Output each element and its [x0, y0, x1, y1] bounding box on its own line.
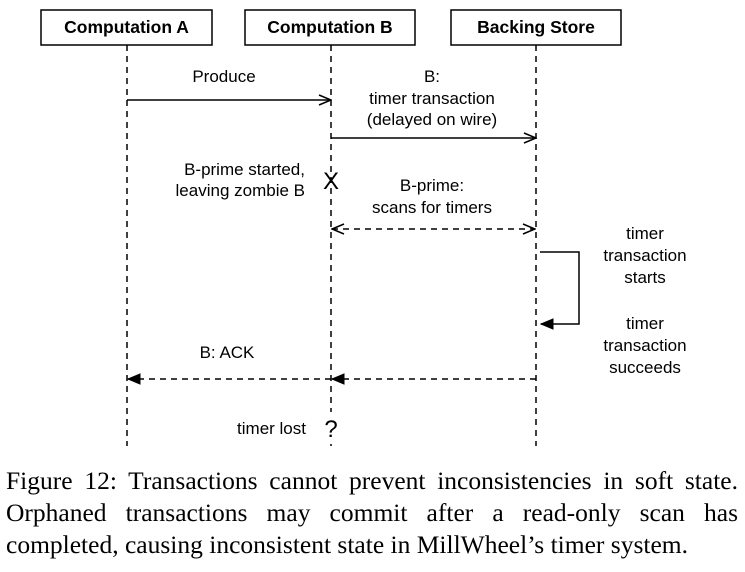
figure-caption: Figure 12: Transactions cannot prevent i…: [6, 466, 738, 559]
question-mark: ?: [324, 416, 337, 443]
timer-lost-label: timer lost: [237, 419, 306, 438]
label-line: timer: [626, 314, 664, 333]
participant-computation-b: Computation B: [244, 9, 416, 46]
self-loop-arrow: [540, 251, 580, 324]
label-line: transaction: [603, 336, 686, 355]
label-line: scans for timers: [372, 198, 492, 217]
label-line: starts: [624, 268, 666, 287]
timer-transaction-label: B: timer transaction (delayed on wire): [367, 67, 497, 129]
timer-transaction-succeeds-label: timer transaction succeeds: [603, 314, 686, 377]
label-line: timer transaction: [369, 89, 495, 108]
bprime-started-label: B-prime started, leaving zombie B: [176, 160, 305, 200]
label-line: B-prime:: [400, 176, 464, 195]
timer-transaction-starts-label: timer transaction starts: [603, 224, 686, 287]
label-line: B:: [424, 67, 440, 86]
participant-label: Backing Store: [477, 17, 595, 37]
label-line: (delayed on wire): [367, 110, 497, 129]
participant-label: Computation B: [267, 17, 392, 37]
produce-label: Produce: [192, 67, 255, 86]
b-ack-label: B: ACK: [200, 343, 255, 362]
participant-computation-a: Computation A: [40, 9, 213, 46]
label-line: timer: [626, 224, 664, 243]
sequence-diagram: Computation A Computation B Backing Stor…: [40, 9, 687, 446]
bprime-scan-label: B-prime: scans for timers: [372, 176, 492, 217]
participant-label: Computation A: [64, 17, 189, 37]
label-line: succeeds: [609, 358, 681, 377]
label-line: B-prime started,: [184, 160, 305, 179]
label-line: leaving zombie B: [176, 181, 305, 200]
label-line: transaction: [603, 246, 686, 265]
participant-backing-store: Backing Store: [450, 9, 622, 46]
crash-x-mark: X: [323, 168, 339, 195]
